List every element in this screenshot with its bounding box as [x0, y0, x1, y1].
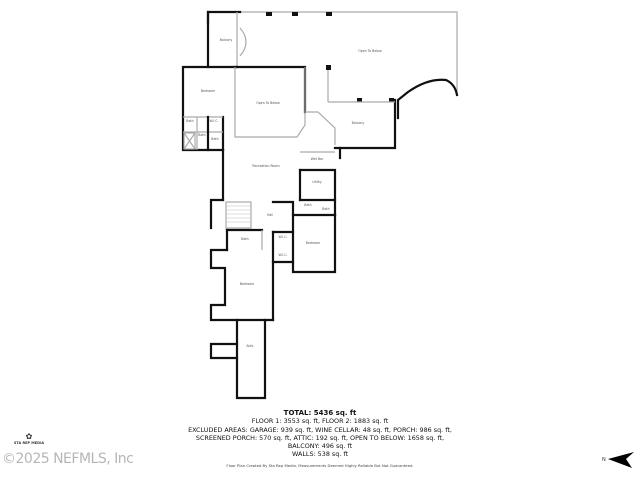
bedroom-upper-walls	[181, 65, 239, 152]
north-label: N	[602, 457, 606, 463]
excluded-areas-1: EXCLUDED AREAS: GARAGE: 939 sq. ft, WINE…	[188, 425, 452, 434]
room-label-attic: Attic	[246, 344, 254, 348]
total-area: TOTAL: 5436 sq. ft	[283, 409, 357, 417]
disclaimer: Floor Plan Created By Sta Rep Media, Mea…	[226, 463, 414, 468]
room-label-wic: W.I.C.	[279, 235, 288, 239]
room-label-recreation: Recreation Room	[252, 164, 279, 168]
room-label-wic: W.I.C.	[279, 253, 288, 257]
room-label-balcony: Balcony	[352, 121, 365, 125]
room-label-bath: Bath	[198, 133, 205, 137]
area-summary: TOTAL: 5436 sq. ft FLOOR 1: 3553 sq. ft,…	[0, 409, 640, 459]
excluded-areas-2: SCREENED PORCH: 570 sq. ft, ATTIC: 192 s…	[195, 433, 445, 442]
room-label-bedroom: Bedroom	[240, 282, 254, 286]
brand-logo: ✿ STA REP MEDIA	[10, 432, 48, 446]
room-label-utility: Utility	[312, 180, 321, 184]
room-label-balcony: Balcony	[220, 38, 233, 42]
walls-area: WALLS: 538 sq. ft	[291, 450, 349, 459]
room-label-open-below: Open To Below	[256, 101, 280, 105]
room-label-wic: W.I.C.	[210, 119, 219, 123]
floor-areas: FLOOR 1: 3553 sq. ft, FLOOR 2: 1883 sq. …	[251, 417, 389, 426]
room-label-bath: Bath	[241, 237, 248, 241]
balcony-area: BALCONY: 496 sq. ft	[287, 442, 353, 451]
north-arrow-icon: N	[602, 452, 634, 468]
room-label-bath: Bath	[211, 137, 218, 141]
upper-outline	[206, 10, 459, 120]
room-label-bath: Bath	[322, 207, 329, 211]
room-label-open-below: Open To Below	[358, 49, 382, 53]
logo-text: STA REP MEDIA	[13, 441, 45, 445]
room-label-bath: Bath	[304, 203, 311, 207]
logo-icon: ✿	[25, 432, 33, 441]
room-label-wet-bar: Wet Bar	[311, 157, 324, 161]
room-label-bedroom: Bedroom	[306, 241, 320, 245]
open-below-walls	[233, 65, 307, 114]
service-walls	[298, 151, 337, 217]
room-label-bedroom: Bedroom	[201, 89, 215, 93]
watermark: ©2025 NEFMLS, Inc	[2, 451, 134, 467]
room-label-bath: Bath	[186, 119, 193, 123]
room-label-hall: Hall	[267, 213, 273, 217]
recreation-walls	[221, 98, 397, 202]
lower-walls	[209, 198, 337, 400]
